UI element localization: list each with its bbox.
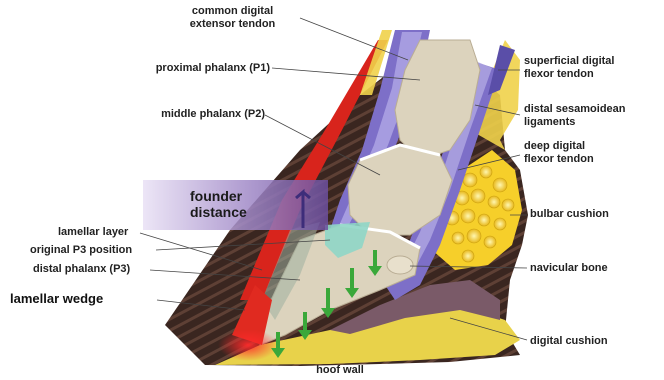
label-bulbar-cushion: bulbar cushion	[530, 208, 609, 221]
label-original-p3-position: original P3 position	[30, 244, 132, 257]
label-navicular-bone: navicular bone	[530, 262, 608, 275]
navicular-bone	[387, 256, 413, 274]
label-hoof-wall: hoof wall	[295, 364, 385, 377]
label-founder-distance: founder distance	[190, 188, 247, 220]
label-proximal-phalanx: proximal phalanx (P1)	[115, 62, 270, 75]
label-distal-sesamoidean-ligaments: distal sesamoidean ligaments	[524, 103, 626, 129]
red-glow	[218, 329, 278, 361]
label-digital-cushion: digital cushion	[530, 335, 608, 348]
label-lamellar-wedge: lamellar wedge	[10, 292, 103, 305]
label-lamellar-layer: lamellar layer	[58, 226, 128, 239]
label-deep-digital-flexor-tendon: deep digital flexor tendon	[524, 140, 594, 166]
label-superficial-digital-flexor-tendon: superficial digital flexor tendon	[524, 55, 614, 81]
label-distal-phalanx: distal phalanx (P3)	[33, 263, 130, 276]
label-common-digital-extensor-tendon: common digital extensor tendon	[160, 5, 305, 31]
label-middle-phalanx: middle phalanx (P2)	[115, 108, 265, 121]
